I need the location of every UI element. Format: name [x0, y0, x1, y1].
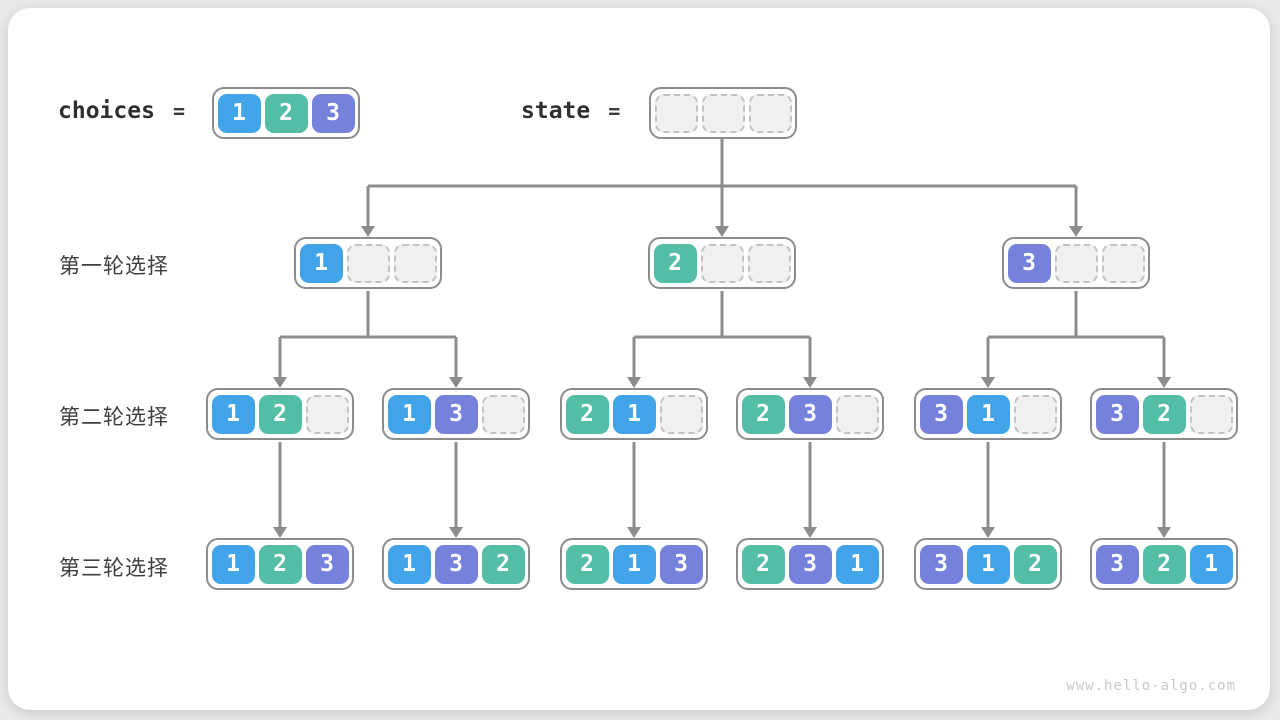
- cell: [1054, 243, 1098, 283]
- node-r3-123: 1 2 3: [206, 538, 354, 590]
- node-r1-2: 2: [648, 237, 796, 289]
- cell: [1189, 394, 1233, 434]
- cell: 1: [387, 394, 431, 434]
- cell: [305, 394, 349, 434]
- node-r1-1: 1: [294, 237, 442, 289]
- figure-card: [8, 8, 1270, 710]
- node-r3-312: 3 1 2: [914, 538, 1062, 590]
- cell: [1013, 394, 1057, 434]
- cell: 3: [919, 394, 963, 434]
- choices-label-text: choices: [58, 98, 155, 124]
- state-cell: [748, 93, 792, 133]
- equals-sign: =: [172, 99, 185, 123]
- node-r2-12: 1 2: [206, 388, 354, 440]
- cell: [835, 394, 879, 434]
- round-1-label: 第一轮选择: [59, 255, 169, 278]
- cell: 3: [434, 394, 478, 434]
- cell: 3: [434, 544, 478, 584]
- choices-cell-3: 3: [311, 93, 355, 133]
- cell: 1: [211, 394, 255, 434]
- round-3-label: 第三轮选择: [59, 557, 169, 580]
- cell: [393, 243, 437, 283]
- cell: 2: [258, 544, 302, 584]
- cell: 2: [1013, 544, 1057, 584]
- cell: 3: [788, 394, 832, 434]
- node-r1-3: 3: [1002, 237, 1150, 289]
- cell: 3: [788, 544, 832, 584]
- node-r2-13: 1 3: [382, 388, 530, 440]
- cell: [481, 394, 525, 434]
- node-r2-23: 2 3: [736, 388, 884, 440]
- watermark: www.hello-algo.com: [1066, 678, 1236, 694]
- state-array-root: [649, 87, 797, 139]
- cell: 2: [565, 394, 609, 434]
- cell: 1: [211, 544, 255, 584]
- node-r3-213: 2 1 3: [560, 538, 708, 590]
- choices-array: 1 2 3: [212, 87, 360, 139]
- cell: 3: [1095, 544, 1139, 584]
- node-r2-32: 3 2: [1090, 388, 1238, 440]
- cell: [346, 243, 390, 283]
- node-r2-21: 2 1: [560, 388, 708, 440]
- cell: 1: [612, 544, 656, 584]
- state-label: state =: [521, 98, 620, 124]
- cell: 2: [565, 544, 609, 584]
- node-r2-31: 3 1: [914, 388, 1062, 440]
- choices-label: choices =: [58, 98, 185, 124]
- node-r3-321: 3 2 1: [1090, 538, 1238, 590]
- cell: 2: [741, 394, 785, 434]
- node-r3-231: 2 3 1: [736, 538, 884, 590]
- cell: 3: [305, 544, 349, 584]
- cell: [700, 243, 744, 283]
- cell: 1: [612, 394, 656, 434]
- round-2-label: 第二轮选择: [59, 406, 169, 429]
- cell: 2: [258, 394, 302, 434]
- cell: 1: [1189, 544, 1233, 584]
- cell: 2: [1142, 544, 1186, 584]
- cell: 1: [835, 544, 879, 584]
- cell: 1: [387, 544, 431, 584]
- cell: 3: [1007, 243, 1051, 283]
- equals-sign: =: [608, 99, 621, 123]
- cell: 2: [741, 544, 785, 584]
- cell: 2: [481, 544, 525, 584]
- state-cell: [654, 93, 698, 133]
- choices-cell-2: 2: [264, 93, 308, 133]
- cell: 3: [919, 544, 963, 584]
- cell: 3: [659, 544, 703, 584]
- state-cell: [701, 93, 745, 133]
- cell: [1101, 243, 1145, 283]
- choices-cell-1: 1: [217, 93, 261, 133]
- cell: 1: [966, 544, 1010, 584]
- cell: [747, 243, 791, 283]
- cell: 2: [1142, 394, 1186, 434]
- state-label-text: state: [521, 98, 591, 124]
- cell: 1: [299, 243, 343, 283]
- cell: [659, 394, 703, 434]
- cell: 3: [1095, 394, 1139, 434]
- node-r3-132: 1 3 2: [382, 538, 530, 590]
- cell: 2: [653, 243, 697, 283]
- cell: 1: [966, 394, 1010, 434]
